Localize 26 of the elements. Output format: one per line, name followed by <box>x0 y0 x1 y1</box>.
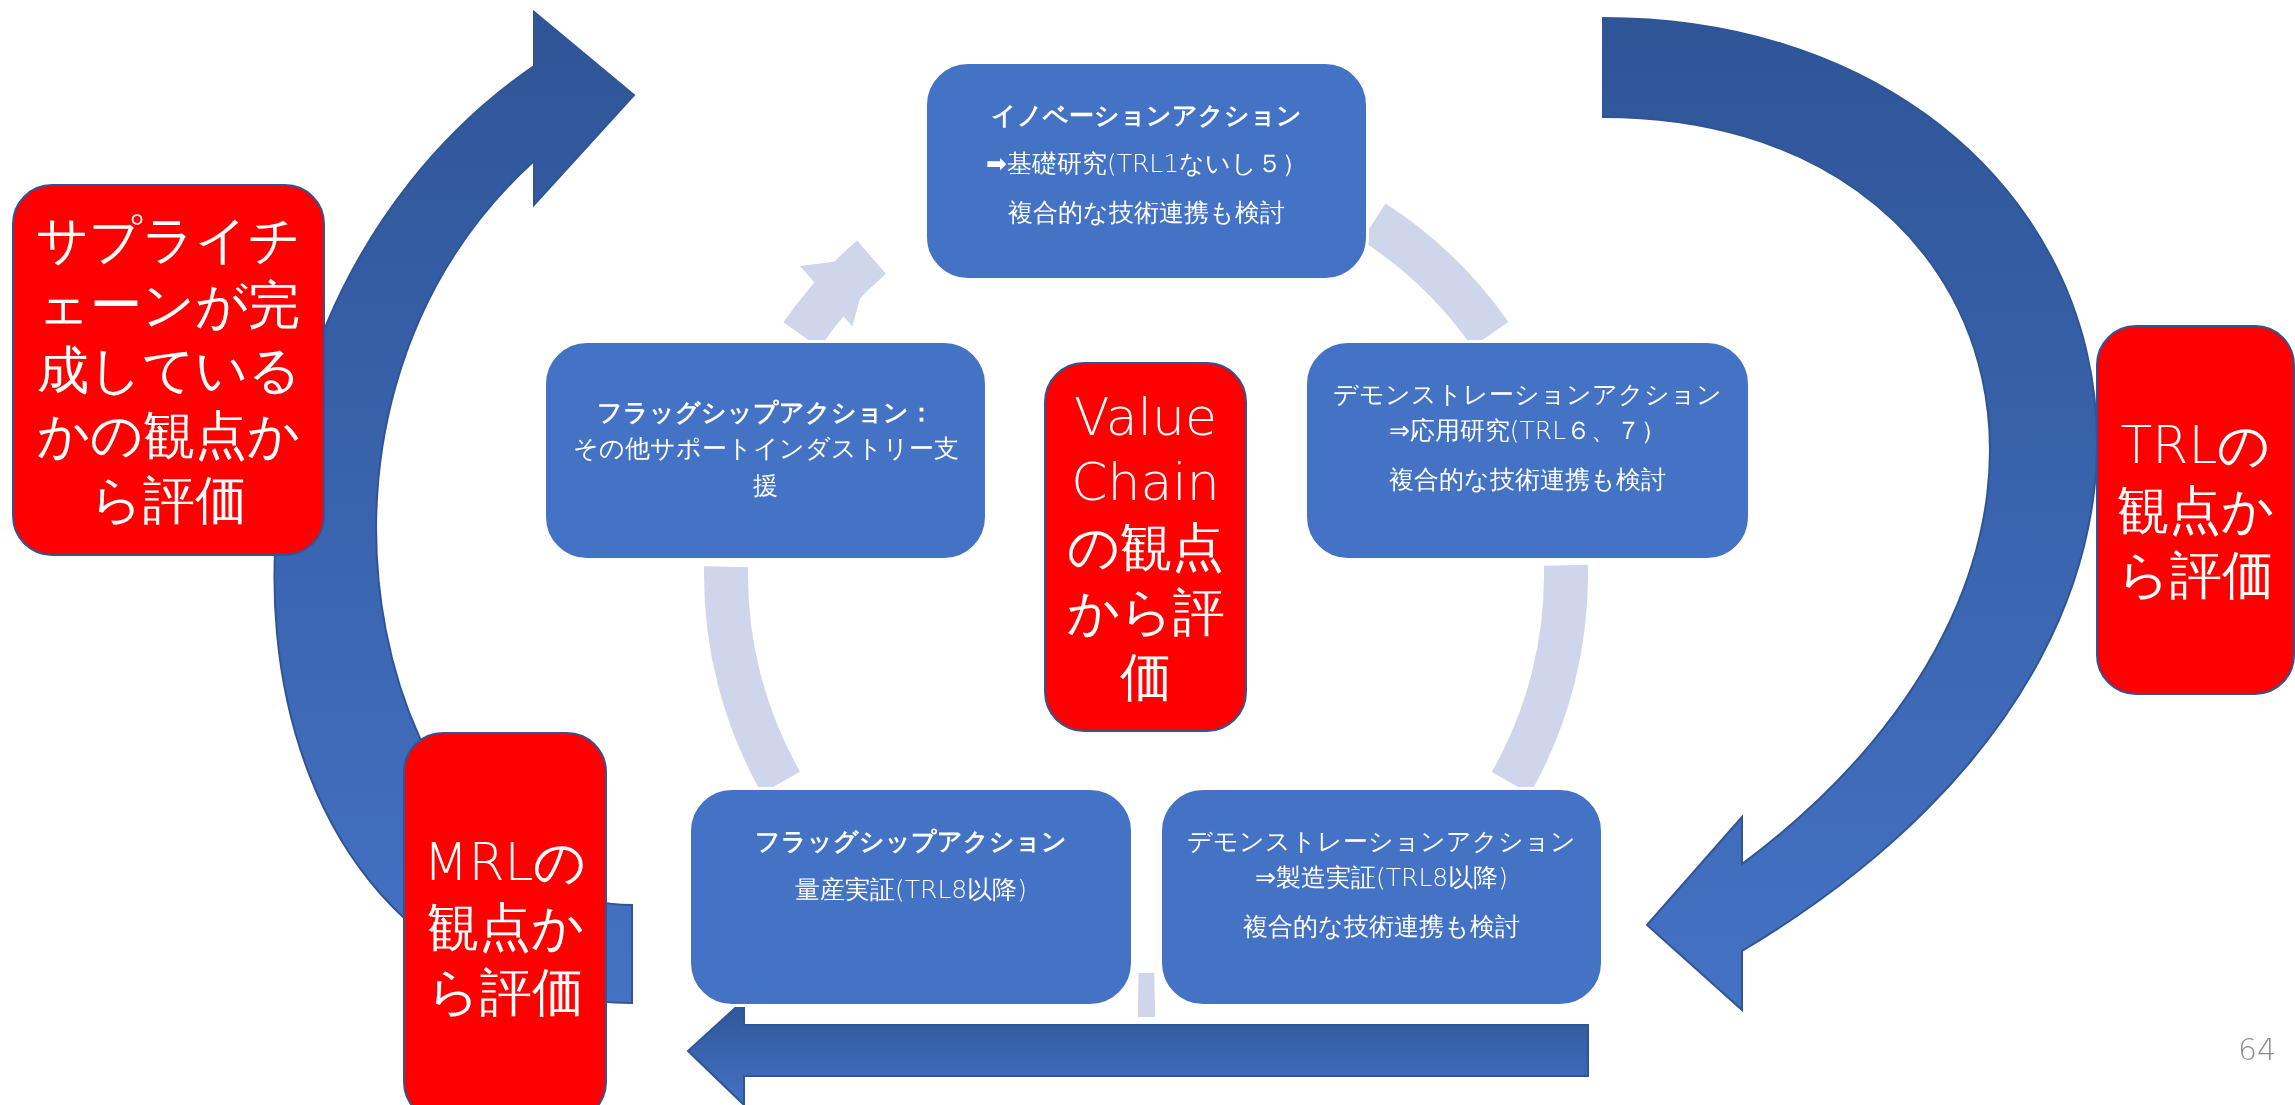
box-text: TRLの観点から評価 <box>2116 413 2275 607</box>
process-box <box>1304 340 1751 561</box>
box-text: デモンストレーションアクション⇒応用研究(TRL６、７） <box>1332 379 1723 448</box>
page-number: 64 <box>2238 1032 2277 1067</box>
cycle-segment <box>1137 972 1155 1017</box>
evaluation-box <box>2096 325 2295 695</box>
box-heading: フラッグシップアクション <box>755 826 1067 858</box>
box-text: 複合的な技術連携も検討 <box>1008 196 1285 229</box>
box-text: 複合的な技術連携も検討 <box>1389 463 1666 496</box>
box-text: Value Chainの観点から評価 <box>1065 385 1226 709</box>
box-heading: フラッグシップアクション： <box>597 397 934 429</box>
box-text: 複合的な技術連携も検討 <box>1243 910 1520 943</box>
evaluation-box <box>12 184 325 556</box>
process-box <box>1159 787 1604 1007</box>
box-text: 量産実証(TRL8以降) <box>795 874 1027 907</box>
box-text: デモンストレーションアクション⇒製造実証(TRL8以降) <box>1186 826 1577 895</box>
box-text: ➡基礎研究(TRL1ないし５） <box>985 148 1308 181</box>
box-text: その他サポートインダストリー支援 <box>571 433 960 502</box>
evaluation-box <box>403 732 607 1105</box>
process-box <box>688 787 1134 1007</box>
box-text: サプライチェーンが完成しているかの観点から評価 <box>35 208 302 532</box>
box-text: MRLの観点から評価 <box>422 830 588 1024</box>
evaluation-box <box>1044 362 1247 732</box>
box-heading: イノベーションアクション <box>991 100 1302 132</box>
process-box <box>924 61 1369 281</box>
process-box <box>543 340 988 561</box>
